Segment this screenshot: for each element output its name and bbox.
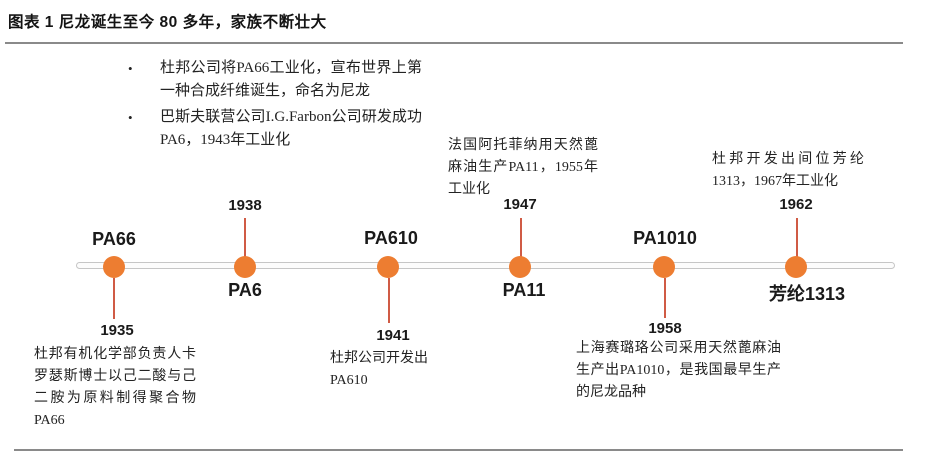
event-label-fanglun1313: 芳纶1313 [768,284,846,304]
connector-pa66 [113,278,115,319]
connector-pa1010 [664,278,666,318]
connector-pa6 [244,218,246,258]
event-label-pa11: PA11 [502,280,546,300]
event-dot-pa66 [103,256,125,278]
bullet-item: 巴斯夫联营公司I.G.Farbon公司研发成功PA6，1943年工业化 [126,106,422,152]
event-label-pa66: PA66 [92,229,136,249]
event-year-pa610: 1941 [376,327,410,344]
timeline-axis [76,262,895,269]
event-label-pa6: PA6 [228,280,262,300]
event-year-fanglun1313: 1962 [779,196,813,213]
connector-fanglun1313 [796,218,798,258]
title-rule [5,42,903,44]
event-dot-pa1010 [653,256,675,278]
event-dot-pa11 [509,256,531,278]
event-label-pa1010: PA1010 [633,228,697,248]
event-year-pa11: 1947 [503,196,537,213]
event-note-pa1010: 上海赛璐珞公司采用天然蓖麻油生产出PA1010，是我国最早生产的尼龙品种 [576,341,781,400]
event-note-pa11: 法国阿托菲纳用天然蓖麻油生产PA11，1955年工业化 [448,138,598,197]
event-year-pa6: 1938 [228,197,262,214]
bullet-list-pa6: 杜邦公司将PA66工业化，宣布世界上第一种合成纤维诞生，命名为尼龙 巴斯夫联营公… [126,57,422,155]
event-note-fanglun1313: 杜邦开发出间位芳纶1313，1967年工业化 [712,152,864,189]
event-note-pa610: 杜邦公司开发出PA610 [330,351,428,388]
bottom-rule [14,449,903,451]
event-note-pa66: 杜邦有机化学部负责人卡罗瑟斯博士以己二酸与己二胺为原料制得聚合物PA66 [34,347,196,428]
event-label-pa610: PA610 [364,228,418,248]
event-dot-pa6 [234,256,256,278]
bullet-item: 杜邦公司将PA66工业化，宣布世界上第一种合成纤维诞生，命名为尼龙 [126,57,422,103]
event-dot-pa610 [377,256,399,278]
connector-pa610 [388,278,390,323]
figure-title: 图表 1 尼龙诞生至今 80 多年，家族不断壮大 [8,14,327,31]
event-year-pa1010: 1958 [648,320,682,337]
connector-pa11 [520,218,522,258]
event-year-pa66: 1935 [100,322,134,339]
event-dot-fanglun1313 [785,256,807,278]
